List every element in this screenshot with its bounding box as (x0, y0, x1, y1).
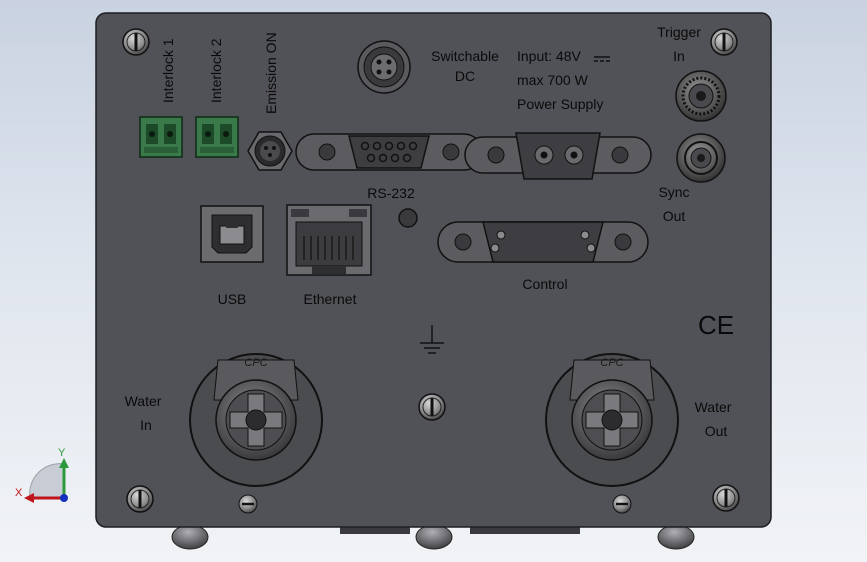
cpc-mark-left: CPC (244, 357, 267, 369)
cpc-mark-right: CPC (600, 357, 623, 369)
water-in-label-line2: In (140, 417, 152, 433)
water-out-label-line2: Out (704, 423, 728, 439)
usb-port (200, 205, 264, 263)
panel-feet (171, 524, 695, 550)
interlock-1-connector (139, 116, 183, 158)
sync-out-bnc (676, 133, 726, 183)
bottom-screw-right (612, 494, 632, 514)
corner-screw-top-left (122, 28, 150, 56)
emission-on-connector (247, 131, 293, 171)
control-label: Control (522, 276, 568, 292)
input-label-line1: Input: 48V (517, 48, 581, 64)
trigger-in-bnc (675, 70, 727, 122)
corner-screw-bottom-right (712, 484, 740, 512)
water-out-label-line1: Water (694, 399, 732, 415)
axis-triad (24, 458, 69, 503)
input-label-line2: max 700 W (517, 72, 588, 88)
ground-screw (418, 393, 446, 421)
sync-label-line2: Out (662, 208, 686, 224)
water-in-label-line1: Water (124, 393, 162, 409)
interlock-1-label: Interlock 1 (160, 38, 176, 103)
interlock-2-label: Interlock 2 (208, 38, 224, 103)
dc-symbol-icon (594, 56, 610, 62)
ground-icon (420, 325, 444, 354)
interlock-2-connector (195, 116, 239, 158)
axis-x-label: X (15, 487, 23, 499)
sync-label-line1: Sync (658, 184, 690, 200)
status-led (398, 208, 418, 228)
water-out-connector (545, 353, 679, 487)
ethernet-port (286, 204, 372, 276)
axis-y-label: Y (58, 447, 66, 459)
control-port (437, 221, 649, 263)
corner-screw-bottom-left (126, 485, 154, 513)
input-label-line3: Power Supply (517, 96, 604, 112)
bottom-screw-left (238, 494, 258, 514)
usb-label: USB (217, 291, 247, 307)
rs232-label: RS-232 (367, 185, 415, 201)
switchable-label-line2: DC (454, 68, 476, 84)
switchable-dc-connector (357, 40, 411, 94)
trigger-label-line1: Trigger (657, 24, 701, 40)
trigger-label-line2: In (673, 48, 685, 64)
corner-screw-top-right (710, 28, 738, 56)
emission-on-label: Emission ON (263, 32, 279, 114)
water-in-connector (189, 353, 323, 487)
power-input-connector (464, 132, 652, 180)
rs232-port (295, 133, 483, 171)
ce-mark: CE (698, 310, 734, 340)
switchable-label-line1: Switchable (431, 48, 499, 64)
ethernet-label: Ethernet (303, 291, 357, 307)
